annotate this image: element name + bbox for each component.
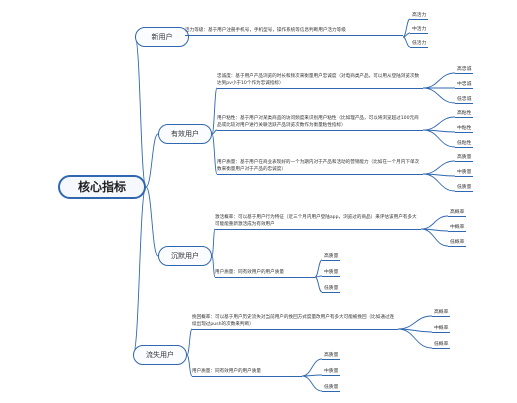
leaf-active-low-quality[interactable]: 低质量	[455, 185, 474, 192]
link-active-2-leaf-2	[422, 173, 456, 192]
link-new-leaf-1	[402, 32, 411, 38]
leaf-active-high-quality[interactable]: 高质量	[455, 155, 474, 162]
leaf-lost-low-probability[interactable]: 低概率	[432, 342, 451, 349]
silent-quality-desc: 用户质量：同有效用户的用户质量	[215, 269, 315, 278]
leaf-lost-mid-quality[interactable]: 中质量	[322, 369, 341, 376]
leaf-mid-loyalty[interactable]: 中忠诚	[455, 82, 474, 89]
link-lost-recall	[186, 328, 193, 356]
leaf-active-mid-quality[interactable]: 中质量	[455, 170, 474, 177]
leaf-high-loyalty[interactable]: 高忠诚	[455, 67, 474, 74]
root-node[interactable]: 核心指标	[58, 175, 146, 199]
leaf-lost-mid-probability[interactable]: 中概率	[432, 326, 451, 333]
link-active-stickiness	[211, 129, 218, 135]
activation-probability-desc: 激活概率：可以基于用户行为特征（近三个月内用户登陆app，浏览过的商品）来评估该…	[215, 214, 421, 230]
link-silent-q-leaf-2	[314, 276, 323, 293]
leaf-silent-high-quality[interactable]: 高质量	[322, 254, 341, 261]
leaf-mid-activity[interactable]: 中活力	[410, 27, 429, 34]
link-active-loyalty	[211, 87, 218, 135]
link-active-quality	[211, 133, 218, 175]
link-silent-quality	[211, 255, 216, 278]
stickiness-desc: 用户粘性：基于用户对某类商品的访问频度来识别用户粘性（比如理产品，可以将浏览超过…	[217, 115, 423, 131]
link-lost-q-leaf-2	[301, 375, 323, 392]
loyalty-desc: 忠诚度：基于用户产品浏览的时长和频次来衡量用户忠诚度（对电商类产品，可以用从登陆…	[217, 73, 423, 89]
link-root-lost	[132, 186, 147, 356]
lost-quality-desc: 用户质量：同有效用户的用户质量	[192, 368, 302, 377]
branch-active-users[interactable]: 有效用户	[158, 124, 212, 144]
link-root-new	[134, 36, 147, 188]
leaf-high-stickiness[interactable]: 高粘性	[455, 111, 474, 118]
leaf-silent-high-probability[interactable]: 高概率	[448, 210, 467, 217]
leaf-silent-mid-probability[interactable]: 中概率	[448, 225, 467, 232]
link-lost-rec-leaf-2	[397, 328, 433, 349]
link-root-silent	[145, 186, 159, 257]
link-silent-activation	[211, 228, 216, 257]
leaf-low-loyalty[interactable]: 低忠诚	[455, 97, 474, 104]
new-users-activity-desc: 活力等级：基于用户注册手机号，手机型号，操作系统等信息判断用户活力等级	[185, 27, 403, 36]
link-root-active	[145, 133, 159, 188]
leaf-high-activity[interactable]: 高活力	[410, 13, 429, 20]
link-silent-q-leaf-0	[314, 259, 323, 278]
link-active-2-leaf-0	[422, 160, 456, 175]
branch-silent-users[interactable]: 沉默用户	[158, 246, 212, 266]
leaf-silent-mid-quality[interactable]: 中质量	[322, 270, 341, 277]
leaf-lost-high-quality[interactable]: 高质量	[322, 353, 341, 360]
link-active-0-leaf-2	[422, 87, 456, 104]
branch-lost-users[interactable]: 流失用户	[133, 345, 187, 365]
link-silent-act-leaf-0	[420, 215, 449, 230]
link-lost-rec-leaf-0	[397, 315, 433, 330]
active-quality-desc: 用户质量：基于用户在商业表现好的一个为期内对于产品和活动的营销能力（比如在一个月…	[217, 159, 423, 175]
recall-probability-desc: 挽回概率：可以基于用户历史流失对当前用户的挽回方式度量改用户有多大可能被挽回（比…	[192, 314, 398, 330]
branch-new-users[interactable]: 新用户	[135, 27, 189, 47]
link-active-1-leaf-2	[422, 129, 456, 148]
link-new-leaf-2	[402, 36, 411, 48]
link-silent-act-leaf-2	[420, 228, 449, 247]
leaf-low-activity[interactable]: 低活力	[410, 41, 429, 48]
link-lost-q-leaf-0	[301, 358, 323, 377]
link-new-leaf-0	[402, 18, 411, 38]
leaf-mid-stickiness[interactable]: 中粘性	[455, 126, 474, 133]
link-lost-quality	[186, 354, 193, 377]
link-active-1-leaf-0	[422, 116, 456, 131]
link-active-0-leaf-0	[422, 72, 456, 89]
leaf-silent-low-probability[interactable]: 低概率	[448, 240, 467, 247]
leaf-low-stickiness[interactable]: 低粘性	[455, 141, 474, 148]
leaf-silent-low-quality[interactable]: 低质量	[322, 286, 341, 293]
leaf-lost-high-probability[interactable]: 高概率	[432, 310, 451, 317]
leaf-lost-low-quality[interactable]: 低质量	[322, 385, 341, 392]
